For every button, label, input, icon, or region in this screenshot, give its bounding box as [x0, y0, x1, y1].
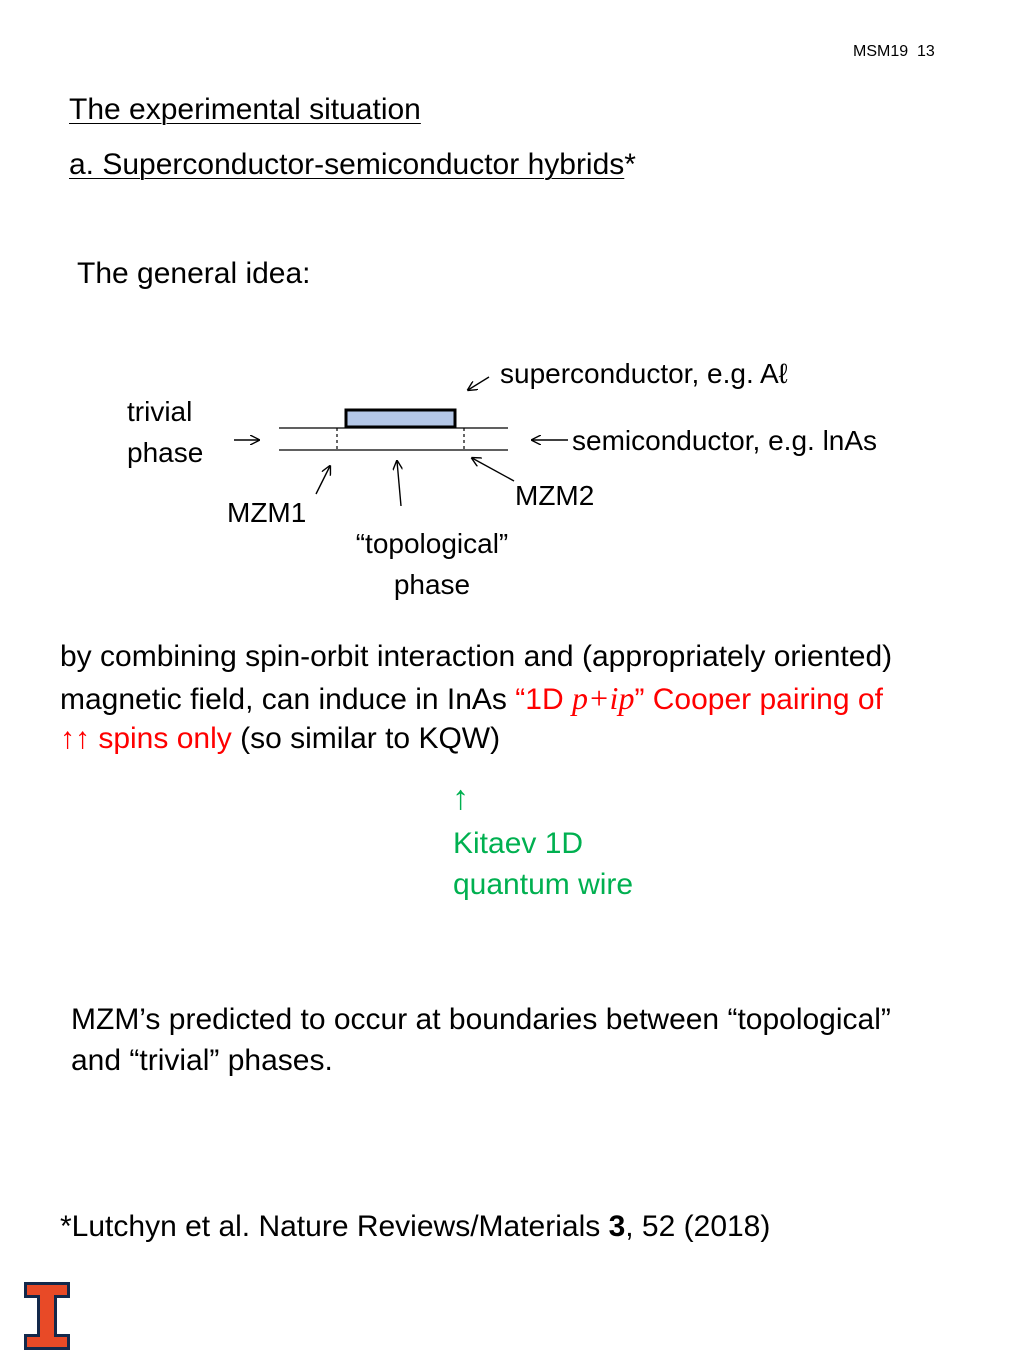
general-idea-label: The general idea: [77, 257, 311, 290]
topological-phase-label-line2: phase [393, 569, 471, 600]
semiconductor-label: semiconductor, e.g. lnAs [572, 425, 878, 456]
body-line-2: magnetic field, can induce in InAs “1D p… [60, 678, 883, 720]
arrow-mzm1 [315, 466, 330, 495]
illinois-block-i-icon [24, 1282, 70, 1350]
reference-citation: *Lutchyn et al. Nature Reviews/Materials… [60, 1207, 770, 1247]
kitaev-up-arrow-icon: ↑ [452, 779, 469, 817]
subtitle-text: a. Superconductor-semiconductor hybrids [69, 148, 625, 181]
slide-title: The experimental situation [69, 93, 421, 126]
conclusion-line-1: MZM’s predicted to occur at boundaries b… [71, 1003, 891, 1036]
reference-suffix: , 52 (2018) [625, 1210, 771, 1243]
body-line-2-pip: p+ip [571, 680, 635, 716]
topological-phase-label-line1: “topological” [355, 528, 509, 559]
spin-up-arrows-icon: ↑↑ [60, 722, 90, 755]
page-label: MSM19 13 [853, 43, 935, 60]
body-line-2-red-b: ” Cooper pairing of [634, 683, 883, 716]
conclusion-line-2: and “trivial” phases. [71, 1044, 333, 1077]
arrow-topological [397, 461, 401, 507]
subtitle-star: * [624, 148, 636, 181]
superconductor-label: superconductor, e.g. Aℓ [500, 358, 788, 389]
superconductor-block [344, 408, 457, 429]
reference-prefix: *Lutchyn et al. Nature Reviews/Materials [60, 1210, 609, 1243]
kitaev-note-line1: Kitaev 1D [453, 827, 584, 860]
body-line-2-red-a: “1D [515, 683, 572, 716]
body-line-1: by combining spin-orbit interaction and … [60, 640, 893, 673]
body-line-3-red: spins only [90, 722, 232, 755]
arrow-superconductor [468, 376, 490, 390]
body-line-3-plain: (so similar to KQW) [231, 722, 501, 755]
trivial-phase-label-line2: phase [127, 437, 204, 468]
mzm2-label: MZM2 [515, 480, 595, 511]
trivial-phase-label-line1: trivial [127, 396, 193, 427]
mzm1-label: MZM1 [227, 497, 307, 528]
body-line-3: ↑↑ spins only (so similar to KQW) [60, 719, 500, 759]
slide-subtitle: a. Superconductor-semiconductor hybrids* [69, 145, 636, 185]
arrow-mzm2 [472, 458, 515, 482]
body-line-2-plain: magnetic field, can induce in InAs [60, 683, 516, 716]
kitaev-note-line2: quantum wire [453, 868, 634, 901]
reference-volume: 3 [608, 1210, 626, 1243]
